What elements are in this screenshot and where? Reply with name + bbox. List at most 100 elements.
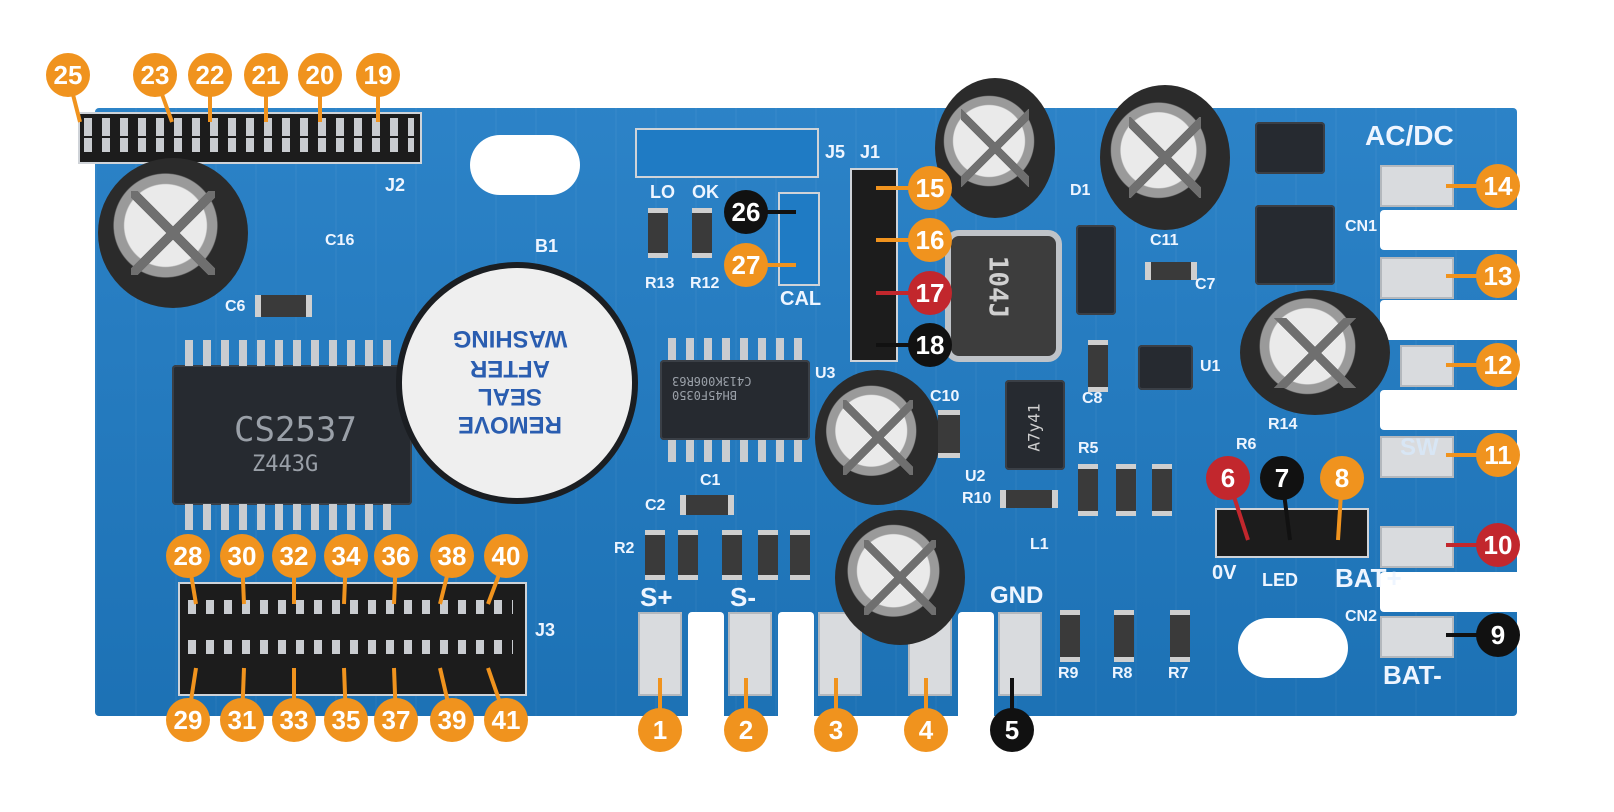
- callout-badge: [324, 698, 368, 742]
- silk-l1: L1: [1030, 536, 1049, 553]
- smd-r4: [1116, 464, 1136, 516]
- silk-r13: R13: [645, 275, 675, 292]
- callout-number: 13: [1484, 261, 1513, 291]
- callout-badge: [908, 271, 952, 315]
- capacitor-bottom: [835, 510, 965, 645]
- callout-28: 28: [166, 534, 210, 605]
- callout-41: 41: [484, 667, 528, 742]
- capacitor-top-2: [1100, 85, 1230, 230]
- capacitor-c16: [98, 158, 248, 308]
- smd-c2: [678, 530, 698, 580]
- silk-led: LED: [1262, 570, 1298, 590]
- j3-pins: [188, 640, 513, 654]
- capacitor-middle: [815, 370, 940, 505]
- callout-badge: [166, 698, 210, 742]
- callout-13: 13: [1446, 254, 1520, 298]
- callout-29: 29: [166, 667, 210, 742]
- callout-number: 3: [829, 715, 843, 745]
- callout-4: 4: [904, 678, 948, 752]
- j2-pins: [84, 138, 414, 152]
- callout-badge: [430, 698, 474, 742]
- callout-11: 11: [1446, 433, 1520, 477]
- silk-c16: C16: [325, 232, 355, 249]
- callout-number: 9: [1491, 620, 1505, 650]
- main-ic: [172, 365, 412, 505]
- callout-badge: [484, 534, 528, 578]
- callout-number: 32: [280, 541, 309, 571]
- silk-r2: R2: [614, 540, 635, 557]
- mcu-pins-top: [668, 338, 804, 360]
- callout-badge: [1260, 456, 1304, 500]
- silk-lo: LO: [650, 182, 675, 202]
- callout-25: 25: [46, 53, 90, 123]
- silk-r7: R7: [1168, 665, 1189, 682]
- silk-ok: OK: [692, 182, 719, 202]
- j1-header: [850, 168, 898, 362]
- callout-badge: [356, 53, 400, 97]
- cal-header: [778, 192, 820, 286]
- callout-number: 8: [1335, 463, 1349, 493]
- callout-number: 7: [1275, 463, 1289, 493]
- callout-number: 6: [1221, 463, 1235, 493]
- callout-number: 15: [916, 173, 945, 203]
- callout-badge: [1476, 164, 1520, 208]
- callout-38: 38: [430, 534, 474, 605]
- callout-badge: [430, 534, 474, 578]
- callout-badge: [908, 218, 952, 262]
- callout-badge: [814, 708, 858, 752]
- callout-1: 1: [638, 678, 682, 752]
- silk-r10: R10: [962, 490, 992, 507]
- callout-badge: [1476, 254, 1520, 298]
- callout-number: 10: [1484, 530, 1513, 560]
- callout-number: 35: [332, 705, 361, 735]
- callout-number: 14: [1484, 171, 1513, 201]
- silk-r6: R6: [1236, 436, 1257, 453]
- mcu-ic: [660, 360, 810, 440]
- callout-number: 26: [732, 197, 761, 227]
- callout-40: 40: [484, 534, 528, 605]
- smd-r1: [722, 530, 742, 580]
- callout-number: 38: [438, 541, 467, 571]
- callout-39: 39: [430, 667, 474, 742]
- smd-c1: [680, 495, 734, 515]
- silk-j1: J1: [860, 142, 881, 162]
- callout-number: 31: [228, 705, 257, 735]
- callout-badge: [638, 708, 682, 752]
- callout-22: 22: [188, 53, 232, 122]
- silk-s-plus: S+: [640, 582, 673, 612]
- callout-number: 33: [280, 705, 309, 735]
- silk-j3: J3: [535, 620, 556, 640]
- callout-number: 19: [364, 60, 393, 90]
- mcu-pins-bottom: [668, 440, 804, 462]
- u1-ic: [1255, 205, 1335, 285]
- edge-notch: [688, 612, 724, 732]
- silk-j2: J2: [385, 175, 406, 195]
- callout-23: 23: [133, 53, 177, 123]
- callout-number: 18: [916, 330, 945, 360]
- callout-16: 16: [876, 218, 952, 262]
- callout-badge: [1476, 613, 1520, 657]
- mosfet: [1255, 122, 1325, 174]
- callout-badge: [166, 534, 210, 578]
- sot-ic: [1138, 345, 1193, 390]
- silk-c7: C7: [1195, 276, 1216, 293]
- callout-7: 7: [1260, 456, 1304, 541]
- callout-number: 28: [174, 541, 203, 571]
- callout-badge: [484, 698, 528, 742]
- regulator-u2: [1005, 380, 1065, 470]
- silk-r14: R14: [1268, 416, 1298, 433]
- callout-number: 34: [332, 541, 361, 571]
- smd-r12: [692, 208, 712, 258]
- callout-17: 17: [876, 271, 952, 315]
- callout-number: 20: [306, 60, 335, 90]
- silk-s-minus: S-: [730, 582, 756, 612]
- callout-badge: [244, 53, 288, 97]
- silk-c2: C2: [645, 497, 666, 514]
- silk-gnd: GND: [990, 582, 1044, 609]
- callout-number: 25: [54, 60, 83, 90]
- callout-badge: [374, 698, 418, 742]
- main-ic-pins-top: [185, 340, 400, 366]
- callout-27: 27: [724, 243, 796, 287]
- callout-15: 15: [876, 166, 952, 210]
